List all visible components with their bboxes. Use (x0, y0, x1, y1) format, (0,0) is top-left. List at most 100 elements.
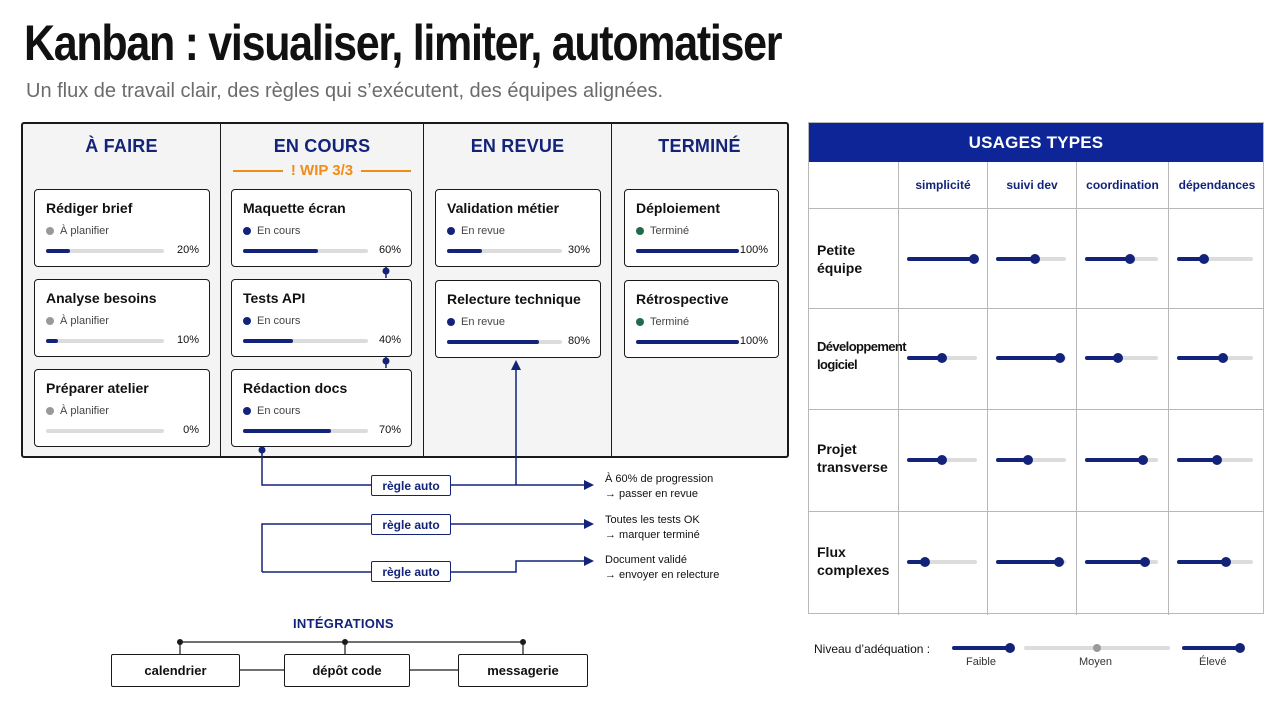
column-done: TERMINÉ Déploiement Terminé 100% Rétrosp… (612, 124, 787, 456)
row-label-line: transverse (817, 459, 888, 475)
usage-slider (1177, 557, 1253, 567)
card-status-label: À planifier (60, 405, 109, 417)
progress-label: 100% (739, 335, 768, 347)
usage-slider-knob (1138, 455, 1149, 465)
task-card-redaction-docs[interactable]: Rédaction docs En cours 70% (231, 369, 412, 447)
column-header-review: EN REVUE (470, 136, 565, 156)
usage-slider (1085, 254, 1158, 264)
integrations-title: INTÉGRATIONS (293, 616, 394, 631)
kanban-board: À FAIRE Rédiger brief À planifier 20% An… (21, 122, 789, 458)
rule-note-2: Toutes les tests OK → marquer terminé (605, 513, 700, 543)
table-divider (809, 308, 1263, 309)
usage-slider-knob (937, 353, 947, 363)
status-dot-icon (46, 227, 54, 235)
page-title: Kanban : visualiser, limiter, automatise… (24, 15, 783, 71)
usage-slider-knob (1125, 254, 1136, 264)
usage-slider-fill (1085, 257, 1131, 261)
usage-slider-knob (919, 557, 930, 567)
usage-slider (907, 455, 977, 465)
legend-knob (1235, 643, 1245, 653)
usage-slider-knob (1198, 254, 1209, 264)
legend-eleve-label: Élevé (1199, 656, 1227, 668)
progress-bar (46, 339, 164, 343)
progress-bar (636, 249, 739, 253)
card-status-label: En revue (461, 316, 506, 328)
progress-fill (243, 249, 318, 253)
page-subtitle: Un flux de travail clair, des règles qui… (26, 80, 664, 102)
card-title: Relecture technique (447, 291, 581, 307)
card-title: Tests API (243, 290, 306, 306)
usage-slider-fill (907, 356, 942, 360)
rule-note-action: → envoyer en relecture (605, 569, 720, 581)
progress-label: 80% (567, 335, 590, 347)
task-card-validation-metier[interactable]: Validation métier En revue 30% (435, 189, 601, 267)
task-card-tests-api[interactable]: Tests API En cours 40% (231, 279, 412, 357)
column-header-done: TERMINÉ (658, 136, 741, 156)
auto-rule-badge-2[interactable]: règle auto (371, 514, 451, 535)
auto-rule-badge-1[interactable]: règle auto (371, 475, 451, 496)
progress-bar (243, 429, 368, 433)
usage-slider-knob (1221, 557, 1232, 567)
usage-slider (996, 455, 1066, 465)
usage-slider-knob (937, 455, 947, 465)
task-card-retrospective[interactable]: Rétrospective Terminé 100% (624, 280, 779, 358)
task-card-relecture-technique[interactable]: Relecture technique En revue 80% (435, 280, 601, 358)
integration-messagerie[interactable]: messagerie (458, 654, 588, 687)
task-card-rediger-brief[interactable]: Rédiger brief À planifier 20% (34, 189, 210, 267)
column-todo: À FAIRE Rédiger brief À planifier 20% An… (23, 124, 221, 456)
usage-row-label-flux-complexes: Flux complexes (817, 543, 889, 579)
usage-slider-fill (1085, 458, 1144, 462)
progress-fill (447, 249, 482, 253)
card-title: Rédiger brief (46, 200, 133, 216)
progress-fill (447, 340, 539, 344)
status-dot-icon (243, 407, 251, 415)
usage-slider-fill (1177, 560, 1227, 564)
card-status: Terminé (636, 225, 689, 237)
progress-bar (636, 340, 739, 344)
card-title: Rétrospective (636, 291, 729, 307)
card-status-label: À planifier (60, 225, 109, 237)
table-divider (987, 162, 988, 615)
status-dot-icon (636, 318, 644, 326)
row-label-line: équipe (817, 260, 863, 276)
usage-slider-fill (907, 560, 925, 564)
usage-slider (907, 254, 979, 264)
status-dot-icon (243, 317, 251, 325)
usage-col-simplicite: simplicité (915, 178, 971, 192)
task-card-maquette-ecran[interactable]: Maquette écran En cours 60% (231, 189, 412, 267)
usage-slider-knob (1217, 353, 1228, 363)
card-status-label: À planifier (60, 315, 109, 327)
table-divider (809, 409, 1263, 410)
status-dot-icon (243, 227, 251, 235)
usage-slider-fill (1177, 257, 1204, 261)
wip-limit-indicator: ! WIP 3/3 (233, 162, 411, 179)
usage-slider-knob (1029, 254, 1040, 264)
card-title: Déploiement (636, 200, 721, 216)
task-card-deploiement[interactable]: Déploiement Terminé 100% (624, 189, 779, 267)
task-card-analyse-besoins[interactable]: Analyse besoins À planifier 10% (34, 279, 210, 357)
progress-fill (636, 249, 739, 253)
progress-label: 100% (739, 244, 768, 256)
table-divider (809, 511, 1263, 512)
legend-moyen-label: Moyen (1079, 656, 1113, 668)
table-divider (898, 162, 899, 615)
card-status-label: En cours (257, 315, 301, 327)
column-header-todo: À FAIRE (85, 136, 158, 156)
progress-fill (46, 339, 58, 343)
card-status-label: Terminé (650, 225, 690, 237)
usage-col-coordination: coordination (1086, 178, 1159, 192)
rule-note-condition: Toutes les tests OK (605, 514, 700, 526)
usage-slider (1085, 455, 1158, 465)
card-title: Rédaction docs (243, 380, 348, 396)
card-status: À planifier (46, 405, 109, 417)
integration-calendrier[interactable]: calendrier (111, 654, 240, 687)
progress-fill (243, 429, 331, 433)
progress-label: 10% (176, 334, 199, 346)
usage-slider (996, 353, 1066, 363)
task-card-preparer-atelier[interactable]: Préparer atelier À planifier 0% (34, 369, 210, 447)
integration-depot-code[interactable]: dépôt code (284, 654, 410, 687)
auto-rule-badge-3[interactable]: règle auto (371, 561, 451, 582)
column-review: EN REVUE Validation métier En revue 30% … (424, 124, 612, 456)
rule-note-condition: Document validé (605, 554, 687, 566)
progress-fill (636, 340, 739, 344)
